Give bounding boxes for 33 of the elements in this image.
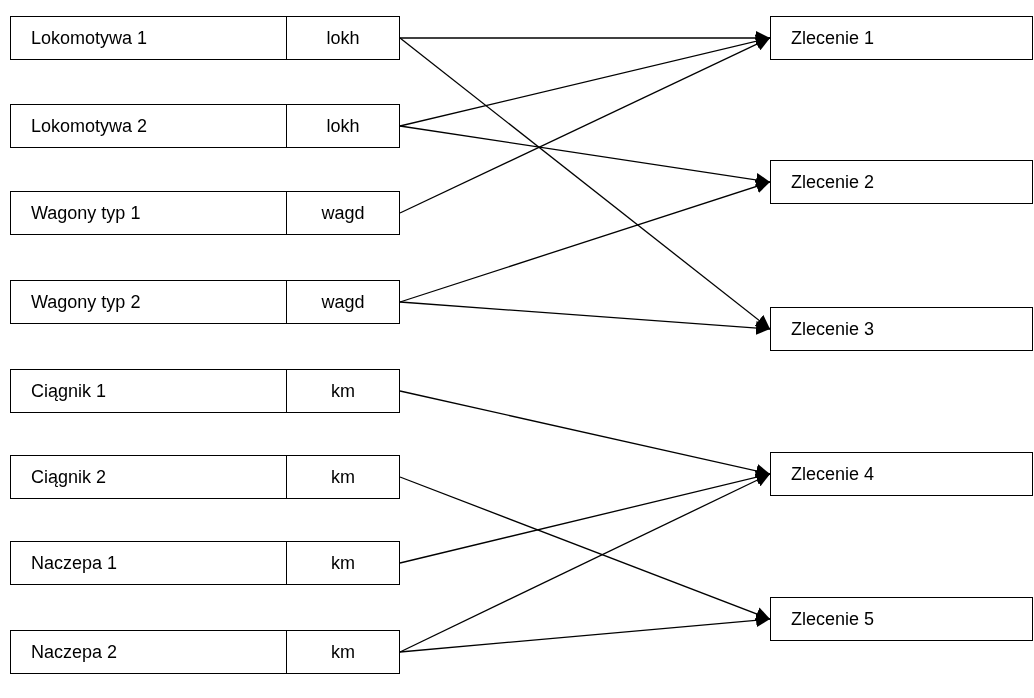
unit-cell: km	[286, 541, 400, 585]
order-box: Zlecenie 5	[770, 597, 1033, 641]
arrow	[399, 390, 771, 478]
unit-cell: km	[286, 455, 400, 499]
arrow	[399, 476, 771, 621]
arrow	[399, 37, 771, 214]
arrow	[399, 613, 771, 653]
arrow	[399, 179, 771, 303]
resource-cell: Ciągnik 1	[10, 369, 287, 413]
arrow	[399, 37, 771, 330]
arrow	[399, 473, 771, 653]
unit-cell: lokh	[286, 104, 400, 148]
resource-cell: Lokomotywa 2	[10, 104, 287, 148]
resource-cell: Lokomotywa 1	[10, 16, 287, 60]
unit-cell: km	[286, 369, 400, 413]
order-box: Zlecenie 2	[770, 160, 1033, 204]
order-box: Zlecenie 1	[770, 16, 1033, 60]
unit-cell: km	[286, 630, 400, 674]
order-box: Zlecenie 4	[770, 452, 1033, 496]
arrow	[399, 470, 771, 564]
arrow	[399, 31, 771, 45]
resource-cell: Wagony typ 2	[10, 280, 287, 324]
arrow	[399, 125, 771, 187]
unit-cell: wagd	[286, 280, 400, 324]
unit-cell: lokh	[286, 16, 400, 60]
resource-cell: Wagony typ 1	[10, 191, 287, 235]
resource-cell: Ciągnik 2	[10, 455, 287, 499]
arrow	[399, 34, 771, 127]
unit-cell: wagd	[286, 191, 400, 235]
arrow	[399, 301, 771, 335]
order-box: Zlecenie 3	[770, 307, 1033, 351]
resource-cell: Naczepa 2	[10, 630, 287, 674]
resource-cell: Naczepa 1	[10, 541, 287, 585]
